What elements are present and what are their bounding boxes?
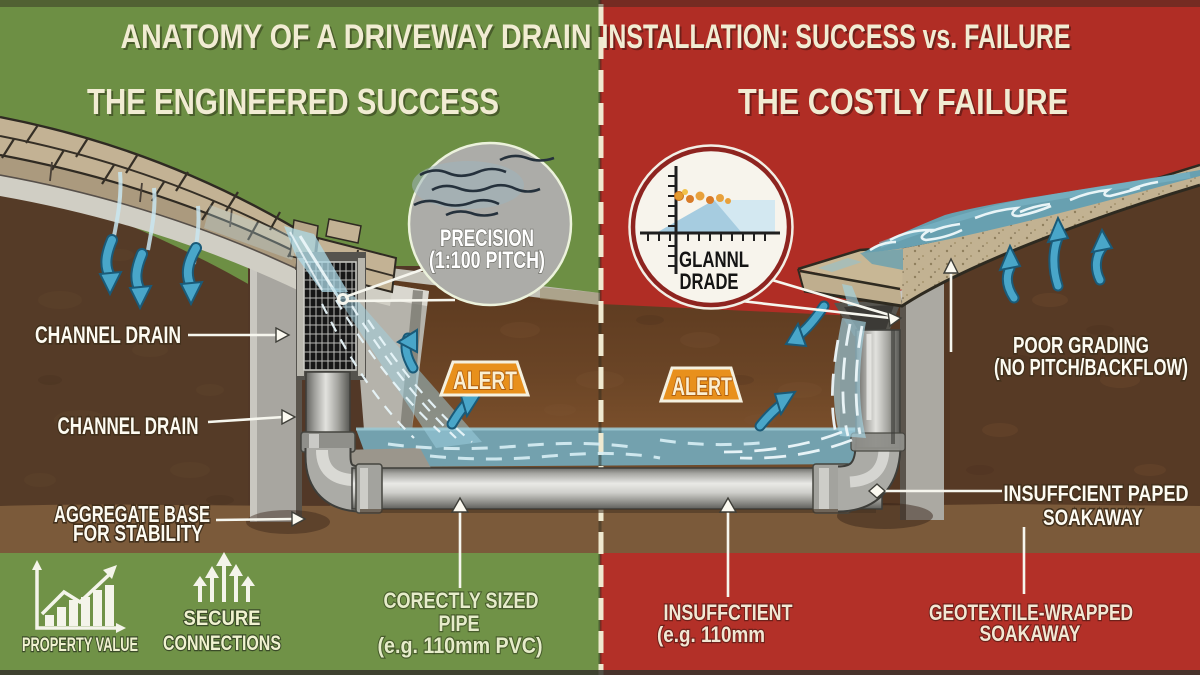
svg-text:SECURE: SECURE (184, 607, 261, 630)
svg-text:INSTALLATION: SUCCESS vs. FAIL: INSTALLATION: SUCCESS vs. FAILURE (604, 20, 1073, 58)
svg-text:GLANNL: GLANNL (679, 247, 749, 272)
svg-text:POOR GRADING: POOR GRADING (1013, 332, 1149, 358)
svg-text:INSUFFCIENT PAPED: INSUFFCIENT PAPED (1004, 481, 1189, 506)
svg-text:INSTALLATION: SUCCESS vs. FAIL: INSTALLATION: SUCCESS vs. FAILURE (602, 18, 1071, 56)
svg-text:PIPE: PIPE (439, 611, 480, 636)
svg-text:ALERT: ALERT (672, 373, 732, 401)
svg-text:FOR STABILITY: FOR STABILITY (73, 520, 203, 546)
svg-text:GEOTEXTILE-WRAPPED: GEOTEXTILE-WRAPPED (929, 600, 1133, 625)
svg-text:THE ENGINEERED SUCCESS: THE ENGINEERED SUCCESS (89, 83, 501, 124)
svg-text:THE COSTLY FAILURE: THE COSTLY FAILURE (738, 81, 1068, 122)
svg-text:CHANNEL DRAIN: CHANNEL DRAIN (58, 413, 199, 440)
svg-text:INSUFFCTIENT: INSUFFCTIENT (664, 600, 793, 625)
svg-text:SOAKAWAY: SOAKAWAY (1043, 505, 1143, 530)
svg-text:PROPERTY VALUE: PROPERTY VALUE (22, 635, 138, 656)
svg-text:ANATOMY OF A DRIVEWAY DRAIN: ANATOMY OF A DRIVEWAY DRAIN (121, 18, 592, 56)
svg-text:ANATOMY OF A DRIVEWAY DRAIN: ANATOMY OF A DRIVEWAY DRAIN (123, 20, 594, 58)
svg-text:THE ENGINEERED SUCCESS: THE ENGINEERED SUCCESS (87, 81, 499, 122)
svg-text:(NO PITCH/BACKFLOW): (NO PITCH/BACKFLOW) (994, 354, 1188, 380)
svg-text:AGGREGATE BASE: AGGREGATE BASE (54, 501, 210, 527)
svg-text:THE COSTLY FAILURE: THE COSTLY FAILURE (740, 83, 1070, 124)
svg-text:ALERT: ALERT (453, 367, 517, 395)
svg-text:(e.g. 110mm: (e.g. 110mm (657, 622, 765, 647)
svg-text:(e.g. 110mm PVC): (e.g. 110mm PVC) (378, 633, 543, 658)
svg-text:CHANNEL DRAIN: CHANNEL DRAIN (35, 322, 181, 349)
svg-text:(1:100 PITCH): (1:100 PITCH) (429, 247, 545, 274)
svg-text:DRADE: DRADE (680, 269, 739, 294)
svg-text:SOAKAWAY: SOAKAWAY (980, 621, 1081, 646)
svg-text:PRECISION: PRECISION (440, 225, 534, 252)
svg-text:CONNECTIONS: CONNECTIONS (163, 632, 281, 655)
svg-text:CORECTLY SIZED: CORECTLY SIZED (384, 588, 539, 613)
